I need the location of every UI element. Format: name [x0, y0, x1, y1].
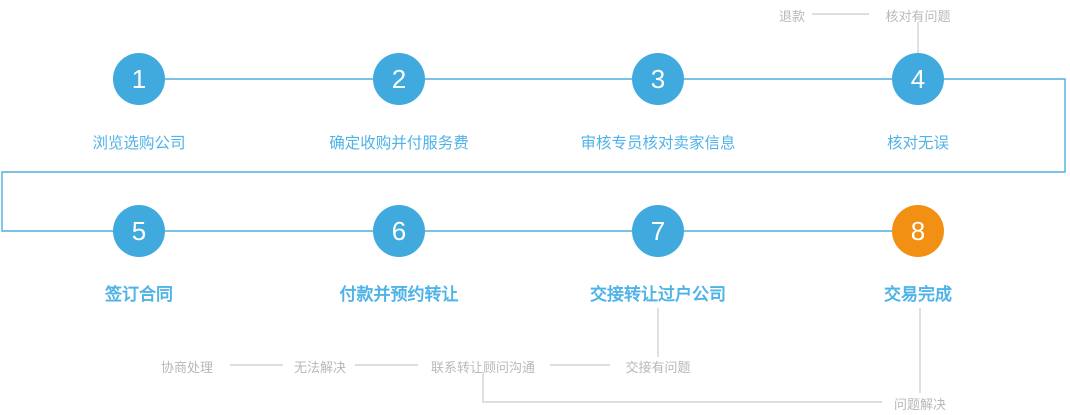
branch-advisor-loop-to-solved	[482, 373, 882, 403]
step-label-8[interactable]: 交易完成	[884, 285, 952, 304]
step-node-4[interactable]: 4	[892, 53, 944, 105]
step-label-2[interactable]: 确定收购并付服务费	[329, 135, 469, 152]
step-label-3[interactable]: 审核专员核对卖家信息	[580, 135, 736, 152]
step-node-8[interactable]: 8	[892, 205, 944, 257]
note-check-problem: 核对有问题	[885, 9, 951, 24]
step-node-5[interactable]: 5	[113, 205, 165, 257]
step-node-3[interactable]: 3	[632, 53, 684, 105]
note-negotiate: 协商处理	[160, 360, 214, 375]
step-node-1[interactable]: 1	[113, 53, 165, 105]
step-label-1[interactable]: 浏览选购公司	[92, 135, 186, 152]
step-label-6[interactable]: 付款并预约转让	[339, 285, 459, 304]
note-refund: 退款	[778, 9, 806, 24]
step-label-5[interactable]: 签订合同	[105, 285, 173, 304]
step-node-2[interactable]: 2	[373, 53, 425, 105]
note-problem-solved: 问题解决	[893, 397, 947, 412]
step-node-7[interactable]: 7	[632, 205, 684, 257]
note-unresolved: 无法解决	[293, 360, 347, 375]
step-node-6[interactable]: 6	[373, 205, 425, 257]
step-label-7[interactable]: 交接转让过户公司	[590, 285, 726, 304]
step-label-4[interactable]: 核对无误	[886, 135, 950, 152]
note-handover-problem: 交接有问题	[625, 360, 691, 375]
note-contact-advisor: 联系转让顾问沟通	[430, 360, 536, 375]
